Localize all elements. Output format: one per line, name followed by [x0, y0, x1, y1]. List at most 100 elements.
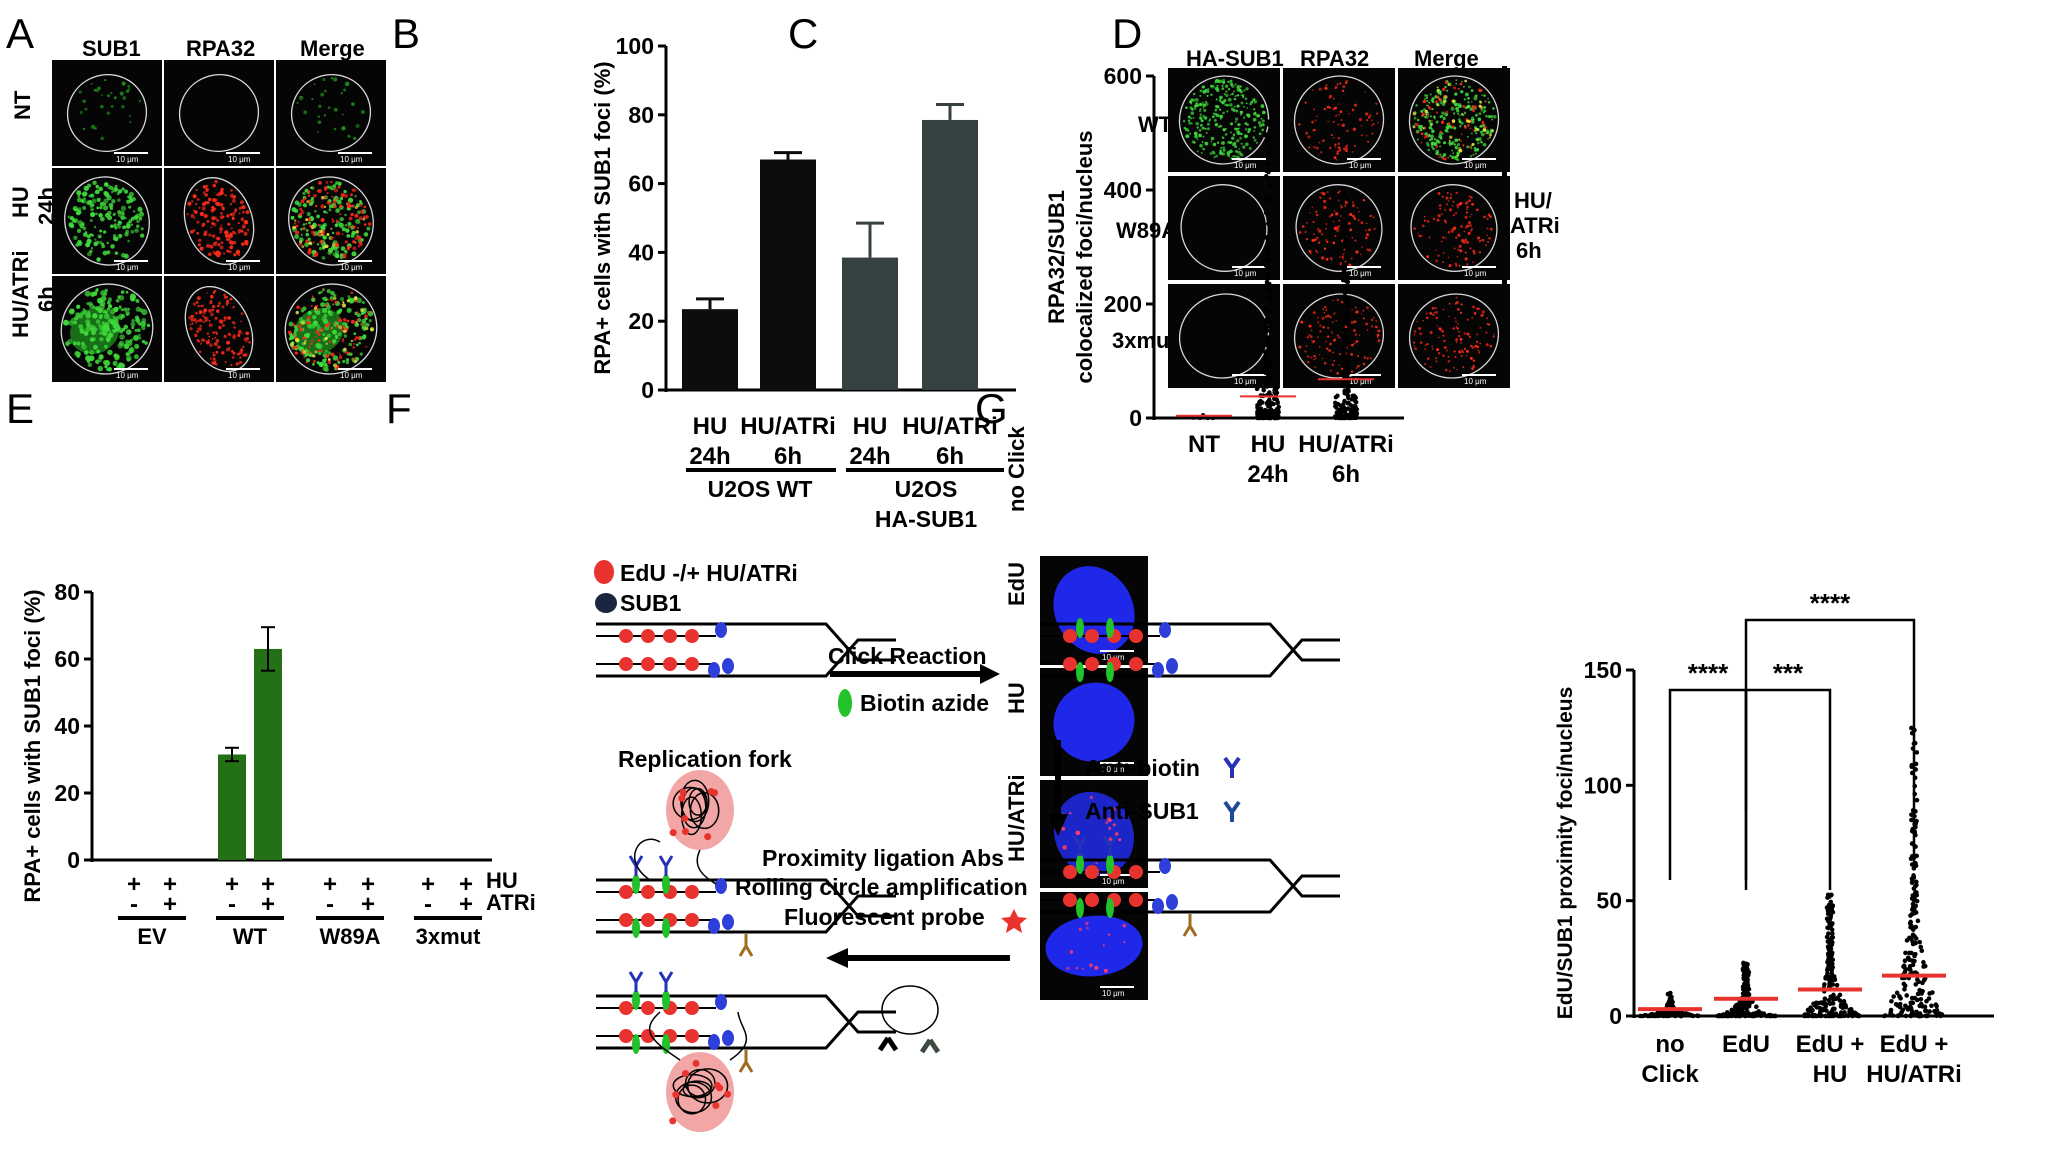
g-point [1914, 797, 1920, 803]
g-point [1912, 830, 1917, 836]
focus-dot [317, 349, 321, 353]
g-point [1742, 998, 1748, 1004]
c-point [1343, 409, 1348, 414]
focus-dot [1439, 145, 1442, 148]
c-point [1350, 412, 1356, 417]
focus-dot [1376, 336, 1379, 339]
focus-dot [1201, 101, 1204, 104]
focus-dot [1413, 330, 1417, 333]
c-point [1352, 414, 1358, 420]
c-point [1347, 415, 1352, 421]
focus-dot [304, 242, 309, 247]
focus-dot [1245, 87, 1249, 91]
focus-dot [1466, 318, 1470, 321]
focus-dot [1465, 240, 1470, 244]
focus-dot [1473, 252, 1476, 255]
c-point [1342, 409, 1347, 414]
focus-dot [1210, 93, 1213, 96]
g-point [1731, 1012, 1737, 1018]
g-point [1822, 982, 1827, 987]
g-point [1817, 1009, 1823, 1014]
focus-dot [1376, 333, 1380, 337]
g-point [1937, 1011, 1942, 1016]
focus-dot [358, 341, 361, 345]
focus-dot [82, 99, 86, 103]
c-point [1257, 399, 1263, 404]
focus-dot [211, 234, 216, 238]
focus-dot [355, 343, 359, 347]
c-point [1342, 415, 1348, 421]
g-point [1820, 1007, 1826, 1013]
focus-dot [231, 230, 236, 235]
focus-dot [1317, 316, 1319, 319]
focus-dot [302, 203, 308, 208]
focus-dot [1445, 196, 1449, 200]
focus-dot [355, 320, 358, 324]
g-point [1825, 939, 1831, 944]
e-bar [218, 754, 246, 860]
c-point [1353, 395, 1358, 401]
focus-dot [1424, 109, 1428, 114]
focus-dot [232, 335, 236, 340]
g-point [1901, 963, 1907, 968]
scale-bar-label: 10 μm [1234, 161, 1257, 170]
focus-dot [99, 206, 103, 210]
g-point [1836, 1013, 1841, 1019]
focus-dot [1448, 315, 1450, 318]
g-point [1911, 886, 1917, 891]
focus-dot [1435, 357, 1438, 360]
focus-dot [1485, 130, 1490, 135]
g-point [1828, 946, 1834, 951]
g-point [1913, 761, 1919, 767]
g-point [1826, 910, 1831, 916]
focus-dot [1445, 81, 1448, 85]
g-point [1646, 1013, 1652, 1019]
focus-dot [1200, 119, 1204, 123]
focus-dot [198, 311, 202, 315]
focus-dot [1452, 152, 1455, 155]
g-point [1891, 994, 1896, 999]
focus-dot [1486, 227, 1489, 230]
g-point [1733, 1004, 1739, 1009]
focus-dot [1231, 142, 1236, 147]
focus-dot [96, 257, 101, 262]
focus-dot [1457, 107, 1459, 110]
focus-dot [314, 298, 316, 301]
b-bar [842, 257, 898, 390]
focus-dot [1426, 99, 1429, 102]
focus-dot [1214, 108, 1218, 112]
focus-dot [337, 360, 341, 364]
edu-dot [663, 885, 677, 899]
focus-dot [1225, 103, 1229, 107]
focus-dot [1467, 106, 1470, 109]
focus-dot [1436, 88, 1440, 92]
focus-dot [122, 225, 127, 230]
panel-letter-b: B [392, 10, 421, 57]
g-point [1732, 1004, 1738, 1010]
c-point [1269, 413, 1274, 419]
g-point [1744, 976, 1749, 982]
scale-bar [1347, 374, 1381, 376]
g-point [1649, 1012, 1655, 1017]
focus-dot [344, 213, 347, 217]
focus-dot [1246, 107, 1249, 109]
focus-dot [1489, 131, 1493, 134]
focus-dot [307, 190, 311, 194]
c-point [1341, 414, 1346, 420]
c-point [1340, 413, 1345, 419]
g-point [1812, 1003, 1818, 1008]
e-atri-sign: + [459, 891, 473, 918]
g-point [1906, 950, 1912, 956]
focus-dot [302, 223, 306, 226]
g-point [1724, 1013, 1729, 1019]
c-point [1274, 406, 1280, 412]
focus-dot [118, 221, 121, 224]
focus-dot [333, 107, 338, 112]
focus-dot [343, 347, 347, 351]
g-cat-label: EdU [1722, 1031, 1770, 1058]
c-point [1272, 415, 1278, 421]
c-point [1344, 391, 1350, 396]
focus-dot [1348, 263, 1352, 267]
edu-dot [663, 1001, 677, 1015]
panel-letter-g: G [975, 385, 1008, 432]
